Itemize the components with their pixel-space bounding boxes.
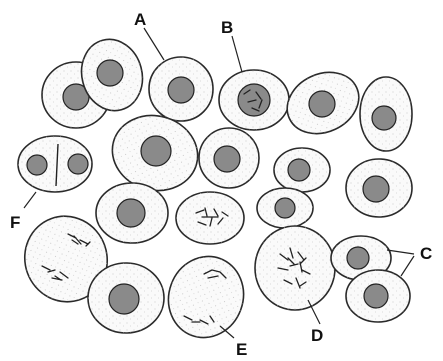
interphase-cell-A: [149, 57, 213, 121]
nucleus: [214, 146, 240, 172]
interphase-cell-9: [257, 188, 313, 228]
telophase-cell-E: [157, 246, 255, 348]
leader-B: [232, 36, 242, 72]
prophase-cell-B: [219, 70, 289, 130]
nucleus: [363, 176, 389, 202]
label-E: E: [236, 340, 247, 359]
nucleus: [27, 155, 47, 175]
label-F: F: [10, 213, 20, 232]
interphase-cell-C2: [346, 270, 410, 322]
label-D: D: [311, 326, 323, 345]
prometaphase-cell-D: [255, 226, 335, 310]
label-A: A: [134, 10, 146, 29]
nucleus: [141, 136, 171, 166]
nucleus: [68, 154, 88, 174]
interphase-cell-4: [360, 77, 412, 151]
leader-C2: [401, 256, 414, 276]
interphase-cell-11: [88, 263, 164, 333]
nucleus: [168, 77, 194, 103]
label-B: B: [221, 18, 233, 37]
nucleus: [275, 198, 295, 218]
nucleus: [117, 199, 145, 227]
leader-A: [144, 28, 164, 60]
nucleus: [372, 106, 396, 130]
nucleus: [288, 159, 310, 181]
metaphase-cell: [176, 192, 244, 244]
interphase-cell-6: [199, 128, 259, 188]
nucleus: [309, 91, 335, 117]
leader-F: [24, 192, 36, 208]
nucleus: [364, 284, 388, 308]
interphase-cell-8: [346, 159, 412, 217]
label-C: C: [420, 244, 432, 263]
interphase-cell-3: [277, 61, 369, 145]
nucleus: [347, 247, 369, 269]
interphase-cell-7: [274, 148, 330, 192]
interphase-cell-10: [96, 183, 168, 243]
cytokinesis-cell-F: [18, 136, 92, 192]
nucleus: [109, 284, 139, 314]
nucleus: [97, 60, 123, 86]
